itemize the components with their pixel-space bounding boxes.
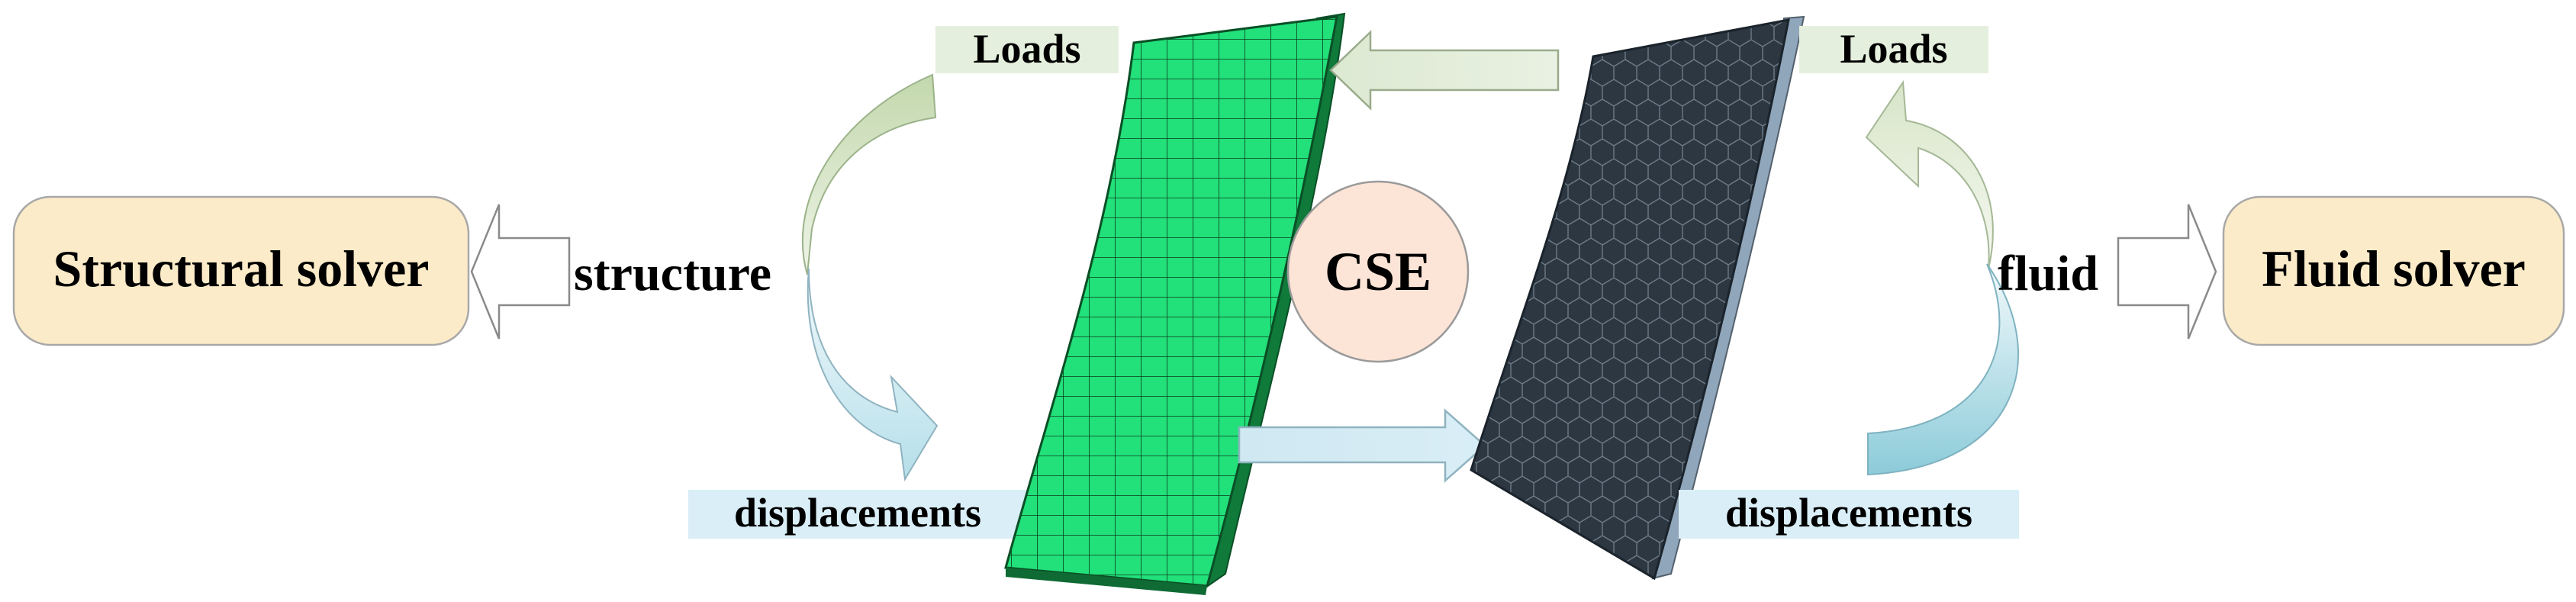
cse-node: CSE <box>1286 180 1470 363</box>
fluid-solver-label: Fluid solver <box>2262 240 2526 298</box>
structural-solver-box: Structural solver <box>12 195 470 346</box>
displacements-tag-left: displacements <box>688 490 1027 539</box>
displacements-curve-right <box>1867 263 2019 476</box>
displacements-tag-right-text: displacements <box>1725 490 1972 536</box>
loads-tag-left-text: Loads <box>973 26 1080 72</box>
fluid-solver-box: Fluid solver <box>2222 195 2565 346</box>
structure-label: structure <box>574 246 771 301</box>
displacements-tag-left-text: displacements <box>734 490 981 536</box>
arrow-to-structural-solver <box>470 204 571 340</box>
displacements-transfer-arrow <box>1238 408 1486 483</box>
loads-tag-right: Loads <box>1799 26 1988 73</box>
arrow-to-fluid-solver <box>2117 204 2217 340</box>
structural-solver-label: Structural solver <box>53 240 430 298</box>
fluid-mesh-panel <box>1470 15 1805 581</box>
structural-mesh-panel <box>1004 12 1346 595</box>
loads-curve-right <box>1865 80 1994 269</box>
fluid-label: fluid <box>1998 246 2098 301</box>
displacements-curve-left <box>807 268 939 481</box>
loads-tag-left: Loads <box>935 26 1119 73</box>
loads-transfer-arrow <box>1329 30 1560 111</box>
loads-curve-left <box>801 73 937 275</box>
displacements-tag-right: displacements <box>1679 490 2019 539</box>
loads-tag-right-text: Loads <box>1840 26 1947 72</box>
cse-label: CSE <box>1325 241 1431 302</box>
